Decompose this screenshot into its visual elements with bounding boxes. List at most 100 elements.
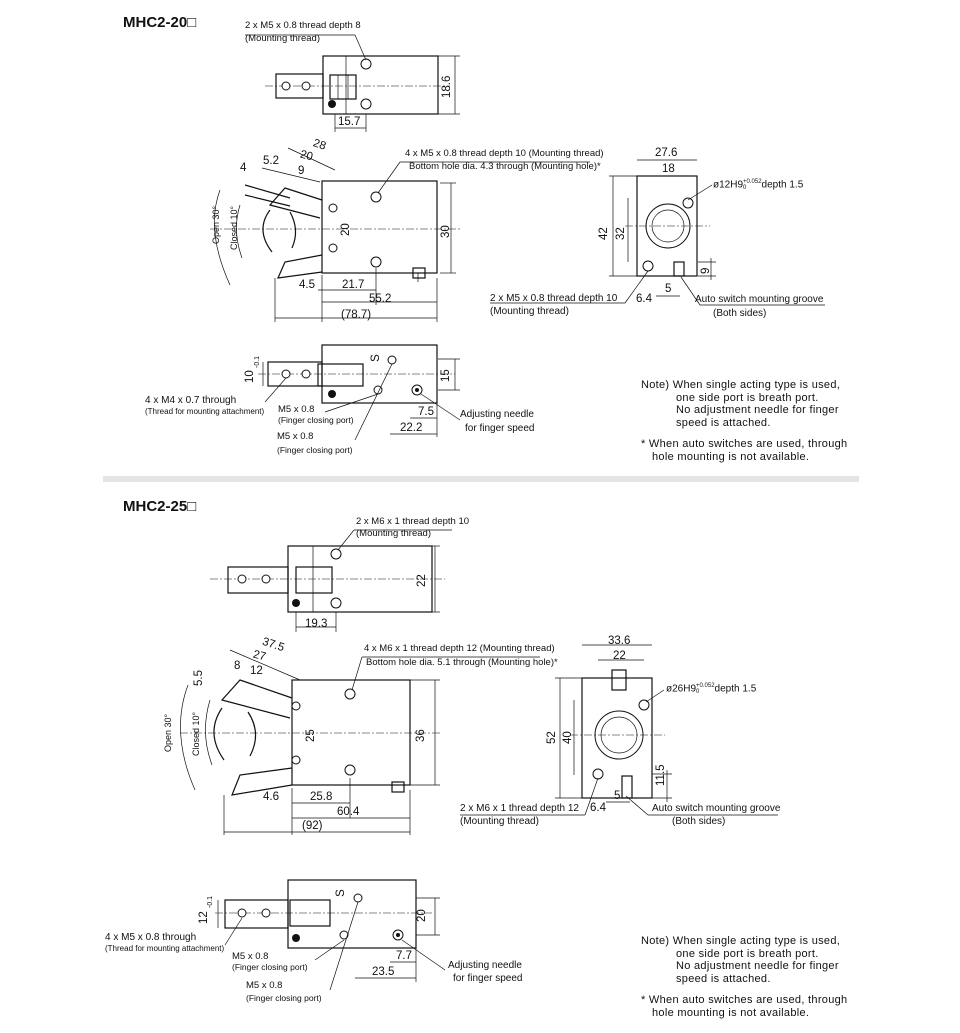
dim-top-width: 15.7 xyxy=(338,116,361,128)
dim-11-5: 11.5 xyxy=(655,764,667,786)
bore-depth: depth 1.5 xyxy=(714,683,757,695)
port1-label-1: M5 x 0.8 xyxy=(232,951,269,962)
needle-label-1: Adjusting needle xyxy=(460,409,534,420)
dim-4-6: 4.6 xyxy=(263,791,279,803)
thru-thread-2: (Thread for mounting attachment) xyxy=(105,944,225,953)
groove-label-1: Auto switch mounting groove xyxy=(695,294,824,305)
port2-label-2: (Finger closing port) xyxy=(246,993,322,1003)
bore-tol-lower: 0 xyxy=(696,689,700,695)
dim-5: 5 xyxy=(665,283,672,295)
bore-depth: depth 1.5 xyxy=(761,179,804,191)
note-line-2: one side port is breath port. xyxy=(676,391,819,404)
dim-22-2: 22.2 xyxy=(400,422,423,434)
dim-8: 8 xyxy=(234,660,241,672)
dim-25-8: 25.8 xyxy=(310,791,333,803)
dim-30: 30 xyxy=(440,225,452,238)
dim-top-height: 18.6 xyxy=(441,75,453,98)
side-thread-1: 2 x M6 x 1 thread depth 12 xyxy=(460,803,579,814)
needle-label-2: for finger speed xyxy=(453,973,523,984)
port1-label-2: (Finger closing port) xyxy=(278,415,354,425)
dim-7-5: 7.5 xyxy=(418,406,434,418)
dim-18: 18 xyxy=(662,163,675,175)
front-callout-1: 4 x M6 x 1 thread depth 12 (Mounting thr… xyxy=(364,643,555,654)
side-thread-1: 2 x M5 x 0.8 thread depth 10 xyxy=(490,293,618,304)
note-line-4: speed is attached. xyxy=(676,972,771,985)
mhc2-25-front-view xyxy=(180,649,540,835)
dim-top-height: 22 xyxy=(416,574,428,587)
star-line-2: hole mounting is not available. xyxy=(652,1006,810,1019)
star-line-2: hole mounting is not available. xyxy=(652,450,810,463)
top-callout-2: (Mounting thread) xyxy=(356,528,431,539)
dim-12-tol: -0.1 xyxy=(207,895,214,908)
note-line-1: Note) When single acting type is used, xyxy=(641,379,866,392)
star-line-1: * When auto switches are used, through xyxy=(641,438,848,450)
dim-20: 20 xyxy=(340,223,352,236)
front-callout-2: Bottom hole dia. 4.3 through (Mounting h… xyxy=(409,161,601,172)
dim-36: 36 xyxy=(415,729,427,742)
dim-32: 32 xyxy=(615,227,627,240)
side-thread-2: (Mounting thread) xyxy=(490,306,569,317)
dim-60-4: 60.4 xyxy=(337,806,360,818)
dim-21-7: 21.7 xyxy=(342,279,365,291)
bore-spec: ø26H9 xyxy=(666,683,697,695)
section-title-mhc2-25: MHC2-25□ xyxy=(123,498,197,515)
dim-4-5: 4.5 xyxy=(299,279,315,291)
needle-label-1: Adjusting needle xyxy=(448,960,522,971)
side-thread-2: (Mounting thread) xyxy=(460,816,539,827)
dim-5-2: 5.2 xyxy=(263,155,279,167)
dim-9: 9 xyxy=(298,165,305,177)
needle-label-2: for finger speed xyxy=(465,423,535,434)
mhc2-20-front-view xyxy=(210,147,590,322)
notes-block-20: Note) When single acting type is used, o… xyxy=(641,379,866,463)
bore-tol-upper: +0.052 xyxy=(743,179,762,185)
bore-tol-lower: 0 xyxy=(743,185,747,191)
dim-9-side: 9 xyxy=(700,267,712,274)
dim-78-7: (78.7) xyxy=(341,309,372,321)
s-mark: S xyxy=(369,354,382,362)
note-text-1: When single acting type is used, xyxy=(672,379,841,391)
note-label: Note) xyxy=(641,935,670,947)
thru-thread-1: 4 x M5 x 0.8 through xyxy=(105,932,197,943)
dim-22: 22 xyxy=(613,650,626,662)
note-line-4: speed is attached. xyxy=(676,416,771,429)
dim-10: 10 xyxy=(244,370,256,383)
bore-spec: ø12H9 xyxy=(713,179,744,191)
bore-tol-upper: +0.052 xyxy=(696,683,715,689)
notes-block-25: Note) When single acting type is used, o… xyxy=(641,935,866,1019)
open-angle: Open 30° xyxy=(163,713,173,752)
dim-12: 12 xyxy=(198,911,210,924)
groove-label-2: (Both sides) xyxy=(713,308,767,319)
dim-4: 4 xyxy=(240,162,247,174)
port1-label-1: M5 x 0.8 xyxy=(278,404,315,415)
dim-10-tol: -0.1 xyxy=(254,355,261,368)
mhc2-25-side-view xyxy=(460,644,778,816)
port2-label-2: (Finger closing port) xyxy=(277,445,353,455)
closed-angle: Closed 10° xyxy=(229,205,239,250)
dim-52: 52 xyxy=(546,731,558,744)
groove-label-2: (Both sides) xyxy=(672,816,726,827)
thru-thread-2: (Thread for mounting attachment) xyxy=(145,407,265,416)
section-divider xyxy=(103,476,859,482)
dim-15: 15 xyxy=(440,369,452,382)
dim-12: 12 xyxy=(250,665,263,677)
top-callout-2: (Mounting thread) xyxy=(245,33,320,44)
closed-angle: Closed 10° xyxy=(191,711,201,756)
dim-top-width: 19.3 xyxy=(305,618,328,630)
dim-5: 5 xyxy=(614,790,621,802)
note-line-2: one side port is breath port. xyxy=(676,947,819,960)
mhc2-25-top-view xyxy=(210,529,452,632)
port1-label-2: (Finger closing port) xyxy=(232,962,308,972)
dim-6-4: 6.4 xyxy=(590,802,606,814)
front-callout-1: 4 x M5 x 0.8 thread depth 10 (Mounting t… xyxy=(405,148,604,159)
dim-7-7: 7.7 xyxy=(396,950,412,962)
note-line-3: No adjustment needle for finger xyxy=(676,960,839,972)
dim-23-5: 23.5 xyxy=(372,966,395,978)
mhc2-20-side-view xyxy=(490,159,825,306)
note-line-3: No adjustment needle for finger xyxy=(676,404,839,416)
dim-20: 20 xyxy=(416,909,428,922)
dim-55-2: 55.2 xyxy=(369,293,392,305)
